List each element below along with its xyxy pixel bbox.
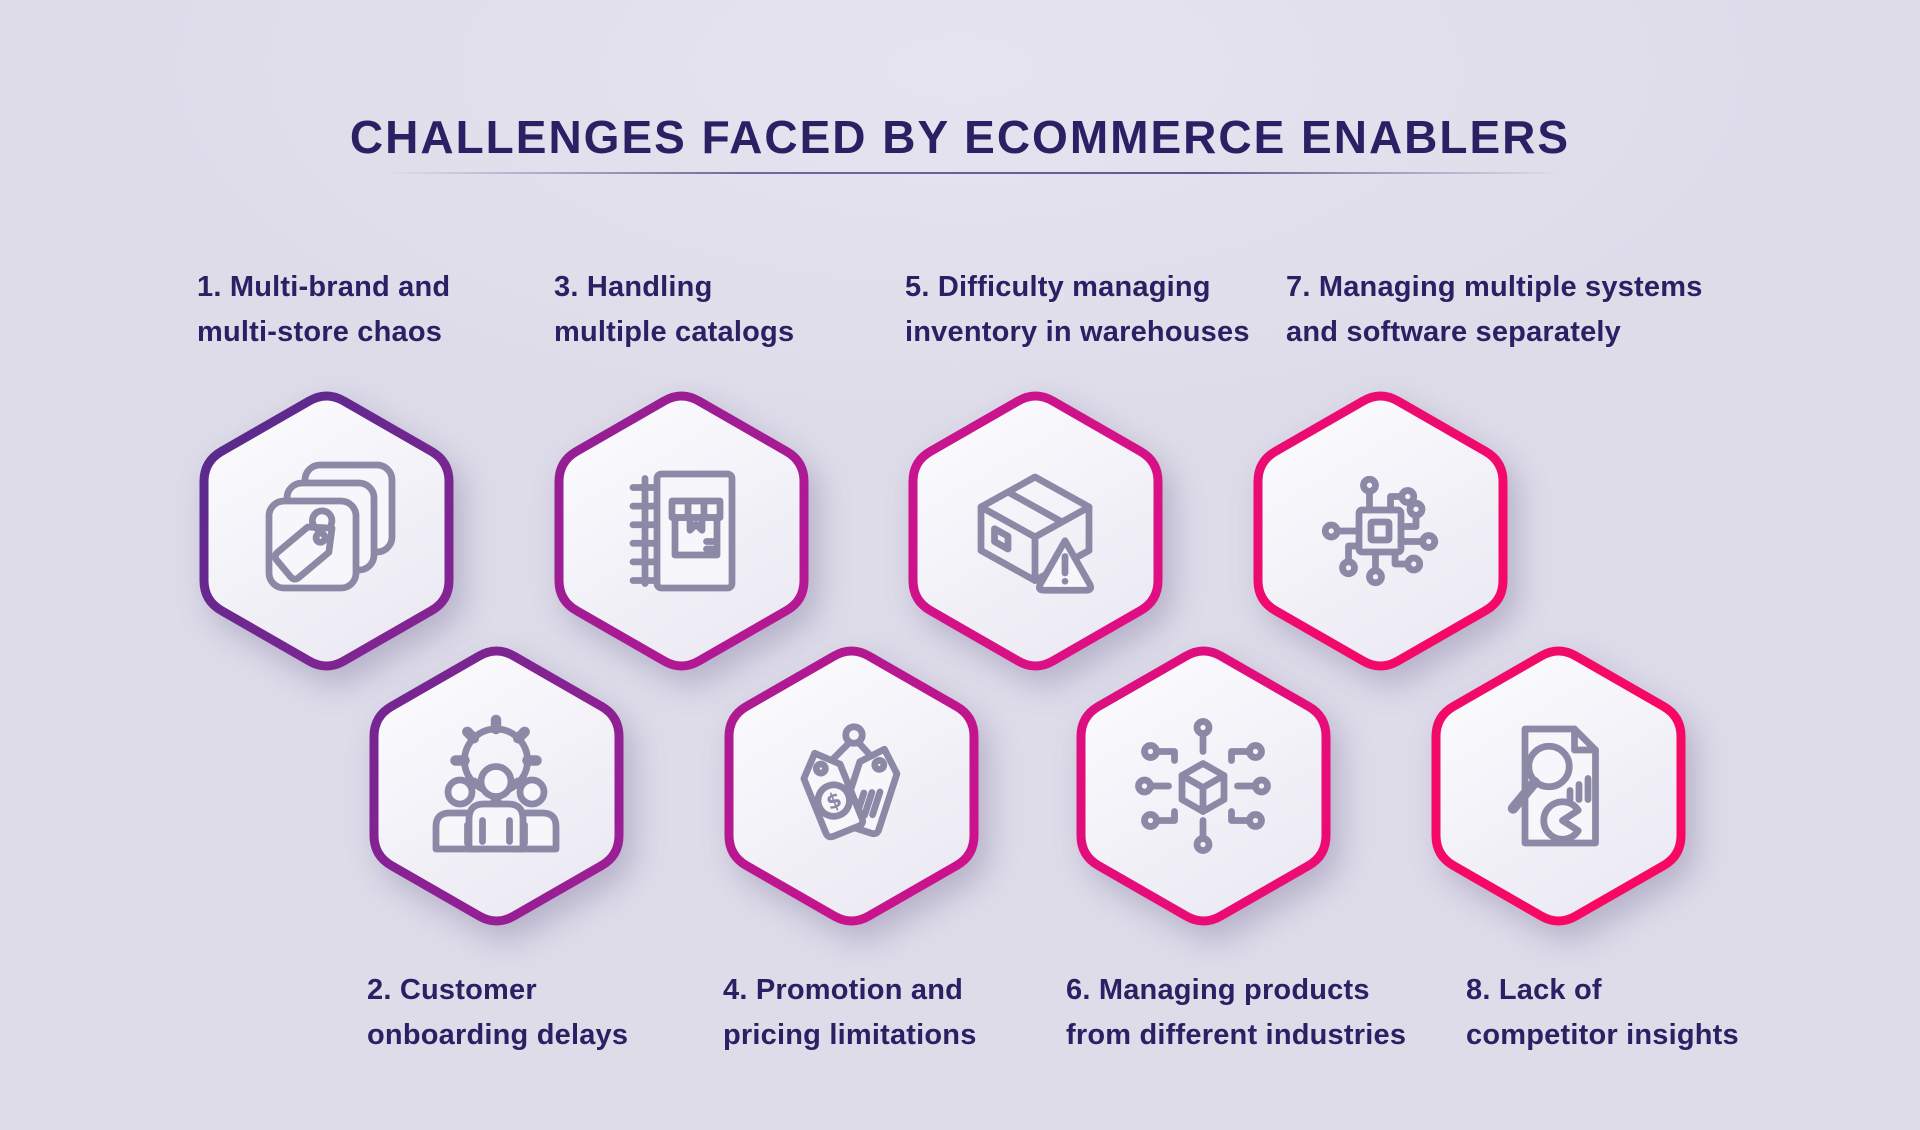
label-customer-onboarding: 2. Customer onboarding delays <box>367 974 629 1051</box>
label-multiple-systems: 7. Managing multiple systems and softwar… <box>1286 271 1703 348</box>
product-network-icon <box>1135 718 1271 854</box>
label-products-industries: 6. Managing products from different indu… <box>1066 974 1407 1051</box>
hexagon-customer-onboarding <box>368 640 625 932</box>
hexagon-products-industries <box>1075 640 1332 932</box>
hexagon-multi-brand <box>198 385 455 677</box>
stacked-cards-tag-icon <box>265 461 396 592</box>
label-multi-brand: 1. Multi-brand and multi-store chaos <box>197 271 451 348</box>
hexagon-competitor-insights <box>1430 640 1687 932</box>
hexagon-shape <box>908 391 1162 671</box>
price-tags-icon: $ <box>800 723 901 841</box>
hexagon-promotion-pricing: $ <box>723 640 980 932</box>
title-divider <box>393 172 1555 174</box>
label-multiple-catalogs: 3. Handling multiple catalogs <box>554 271 795 348</box>
hexagon-inventory-warehouses <box>907 385 1164 677</box>
label-inventory-warehouses: 5. Difficulty managing inventory in ware… <box>905 271 1250 348</box>
page-title: CHALLENGES FACED BY ECOMMERCE ENABLERS <box>349 111 1571 163</box>
damaged-box-warning-icon <box>977 473 1095 594</box>
label-promotion-pricing: 4. Promotion and pricing limitations <box>723 974 977 1051</box>
catalog-book-icon <box>629 470 736 592</box>
report-magnifier-icon <box>1507 725 1599 847</box>
chip-systems-icon <box>1321 475 1439 587</box>
hexagon-multiple-catalogs <box>553 385 810 677</box>
label-competitor-insights: 8. Lack of competitor insights <box>1466 974 1739 1051</box>
hexagon-shape <box>1253 391 1507 671</box>
gear-team-icon <box>432 714 560 853</box>
hexagon-multiple-systems <box>1252 385 1509 677</box>
